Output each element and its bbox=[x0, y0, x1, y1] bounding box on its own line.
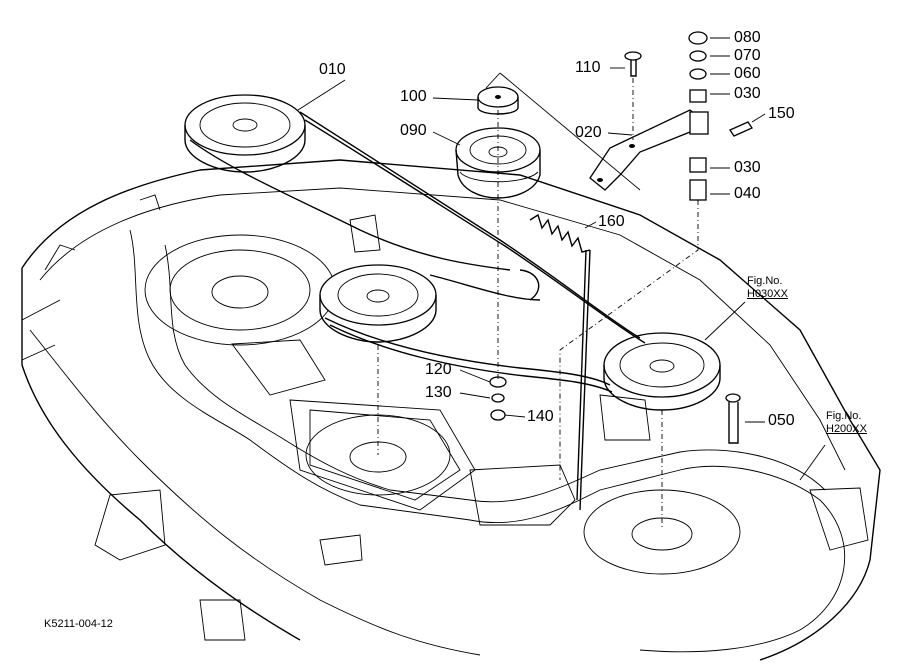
label-160: 160 bbox=[598, 213, 625, 230]
label-080: 080 bbox=[734, 29, 761, 46]
idler-arm bbox=[589, 109, 701, 191]
label-020: 020 bbox=[575, 124, 602, 141]
label-150: 150 bbox=[768, 105, 795, 122]
drawing-id: K5211-004-12 bbox=[44, 618, 113, 630]
right-pulley bbox=[603, 332, 721, 411]
label-120: 120 bbox=[425, 361, 452, 378]
label-090: 090 bbox=[400, 122, 427, 139]
deck-outline bbox=[21, 159, 881, 661]
label-100: 100 bbox=[400, 88, 427, 105]
deck-spindle-mounts bbox=[144, 234, 741, 575]
label-110: 110 bbox=[575, 59, 601, 76]
fig-ref-h200xx: Fig.No. H200XX bbox=[826, 410, 867, 435]
label-050: 050 bbox=[768, 412, 795, 429]
pivot-stack bbox=[688, 31, 753, 201]
fig-ref-id: H200XX bbox=[826, 422, 867, 435]
center-pulley bbox=[319, 264, 437, 343]
fig-ref-id: H030XX bbox=[747, 287, 788, 300]
centre-lines bbox=[377, 78, 699, 530]
label-030-top: 030 bbox=[734, 85, 761, 102]
fig-ref-h030xx: Fig.No. H030XX bbox=[747, 275, 788, 300]
label-040: 040 bbox=[734, 185, 761, 202]
idler-washers bbox=[489, 376, 507, 421]
label-010: 010 bbox=[319, 61, 346, 78]
tension-spring bbox=[529, 213, 591, 511]
bolts bbox=[624, 51, 741, 444]
left-pulley bbox=[184, 94, 306, 173]
fig-ref-caption: Fig.No. bbox=[747, 275, 783, 287]
label-030-bottom: 030 bbox=[734, 159, 761, 176]
label-060: 060 bbox=[734, 65, 761, 82]
label-070: 070 bbox=[734, 47, 761, 64]
label-130: 130 bbox=[425, 384, 452, 401]
leader-lines bbox=[297, 37, 826, 481]
label-140: 140 bbox=[527, 408, 554, 425]
fig-ref-caption: Fig.No. bbox=[826, 410, 862, 422]
